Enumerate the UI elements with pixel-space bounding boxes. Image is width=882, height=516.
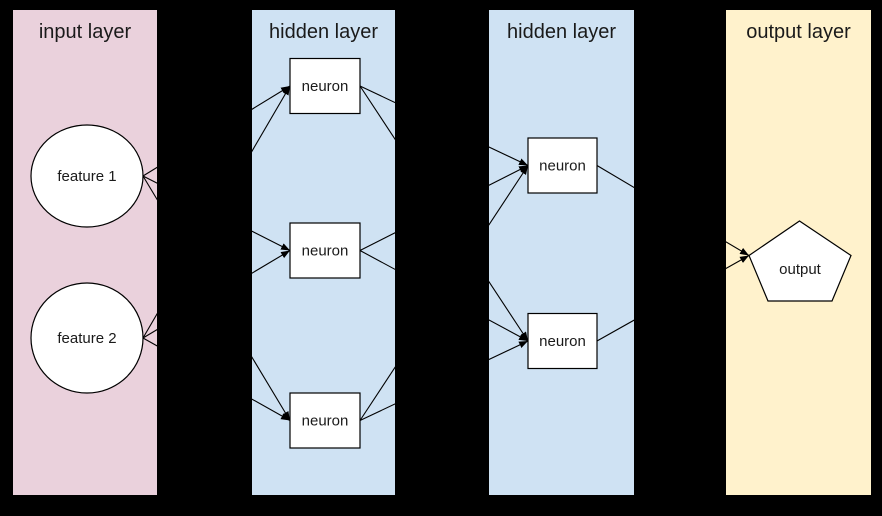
feature-2-label: feature 2 <box>57 330 116 347</box>
edge-h1n1-h2n1 <box>359 85 529 166</box>
edge-feature2-h1n2 <box>142 250 291 339</box>
hidden1-neuron-1-label: neuron <box>302 78 349 95</box>
edge-feature2-h1n3 <box>142 337 291 421</box>
output-label: output <box>779 261 822 278</box>
output-node <box>748 220 852 302</box>
edge-h1n1-h2n2 <box>359 85 529 342</box>
input-layer-column <box>13 10 157 495</box>
edge-feature1-h1n2 <box>142 175 291 251</box>
hidden2-neuron-2-label: neuron <box>539 333 586 350</box>
output-layer-title: output layer <box>746 21 851 43</box>
edge-h1n2-h2n1 <box>359 165 529 251</box>
feature-2-node <box>30 282 144 394</box>
input-layer-title: input layer <box>39 21 132 43</box>
hidden2-neuron-1-node <box>527 137 598 194</box>
hidden1-neuron-3-node <box>289 392 361 449</box>
edge-h1n2-h2n2 <box>359 250 529 342</box>
hidden1-neuron-2-node <box>289 222 361 279</box>
edge-feature1-h1n1 <box>142 85 291 177</box>
hidden-layer-2-title: hidden layer <box>507 21 616 43</box>
hidden2-neuron-2-node <box>527 312 598 370</box>
hidden2-neuron-1-label: neuron <box>539 158 586 175</box>
hidden1-neuron-2-label: neuron <box>302 243 349 260</box>
feature-1-node <box>30 124 144 228</box>
edge-h1n3-h2n1 <box>359 165 529 421</box>
hidden1-neuron-1-node <box>289 57 361 115</box>
feature-1-label: feature 1 <box>57 168 116 185</box>
edge-h2n2-output <box>596 255 750 342</box>
hidden-layer-2-column <box>489 10 634 495</box>
hidden1-neuron-3-label: neuron <box>302 413 349 430</box>
edge-feature1-h1n3 <box>142 175 291 421</box>
edge-feature2-h1n1 <box>142 85 291 339</box>
hidden-layer-1-title: hidden layer <box>269 21 378 43</box>
edge-h2n1-output <box>596 165 750 256</box>
edge-h1n3-h2n2 <box>359 340 529 421</box>
